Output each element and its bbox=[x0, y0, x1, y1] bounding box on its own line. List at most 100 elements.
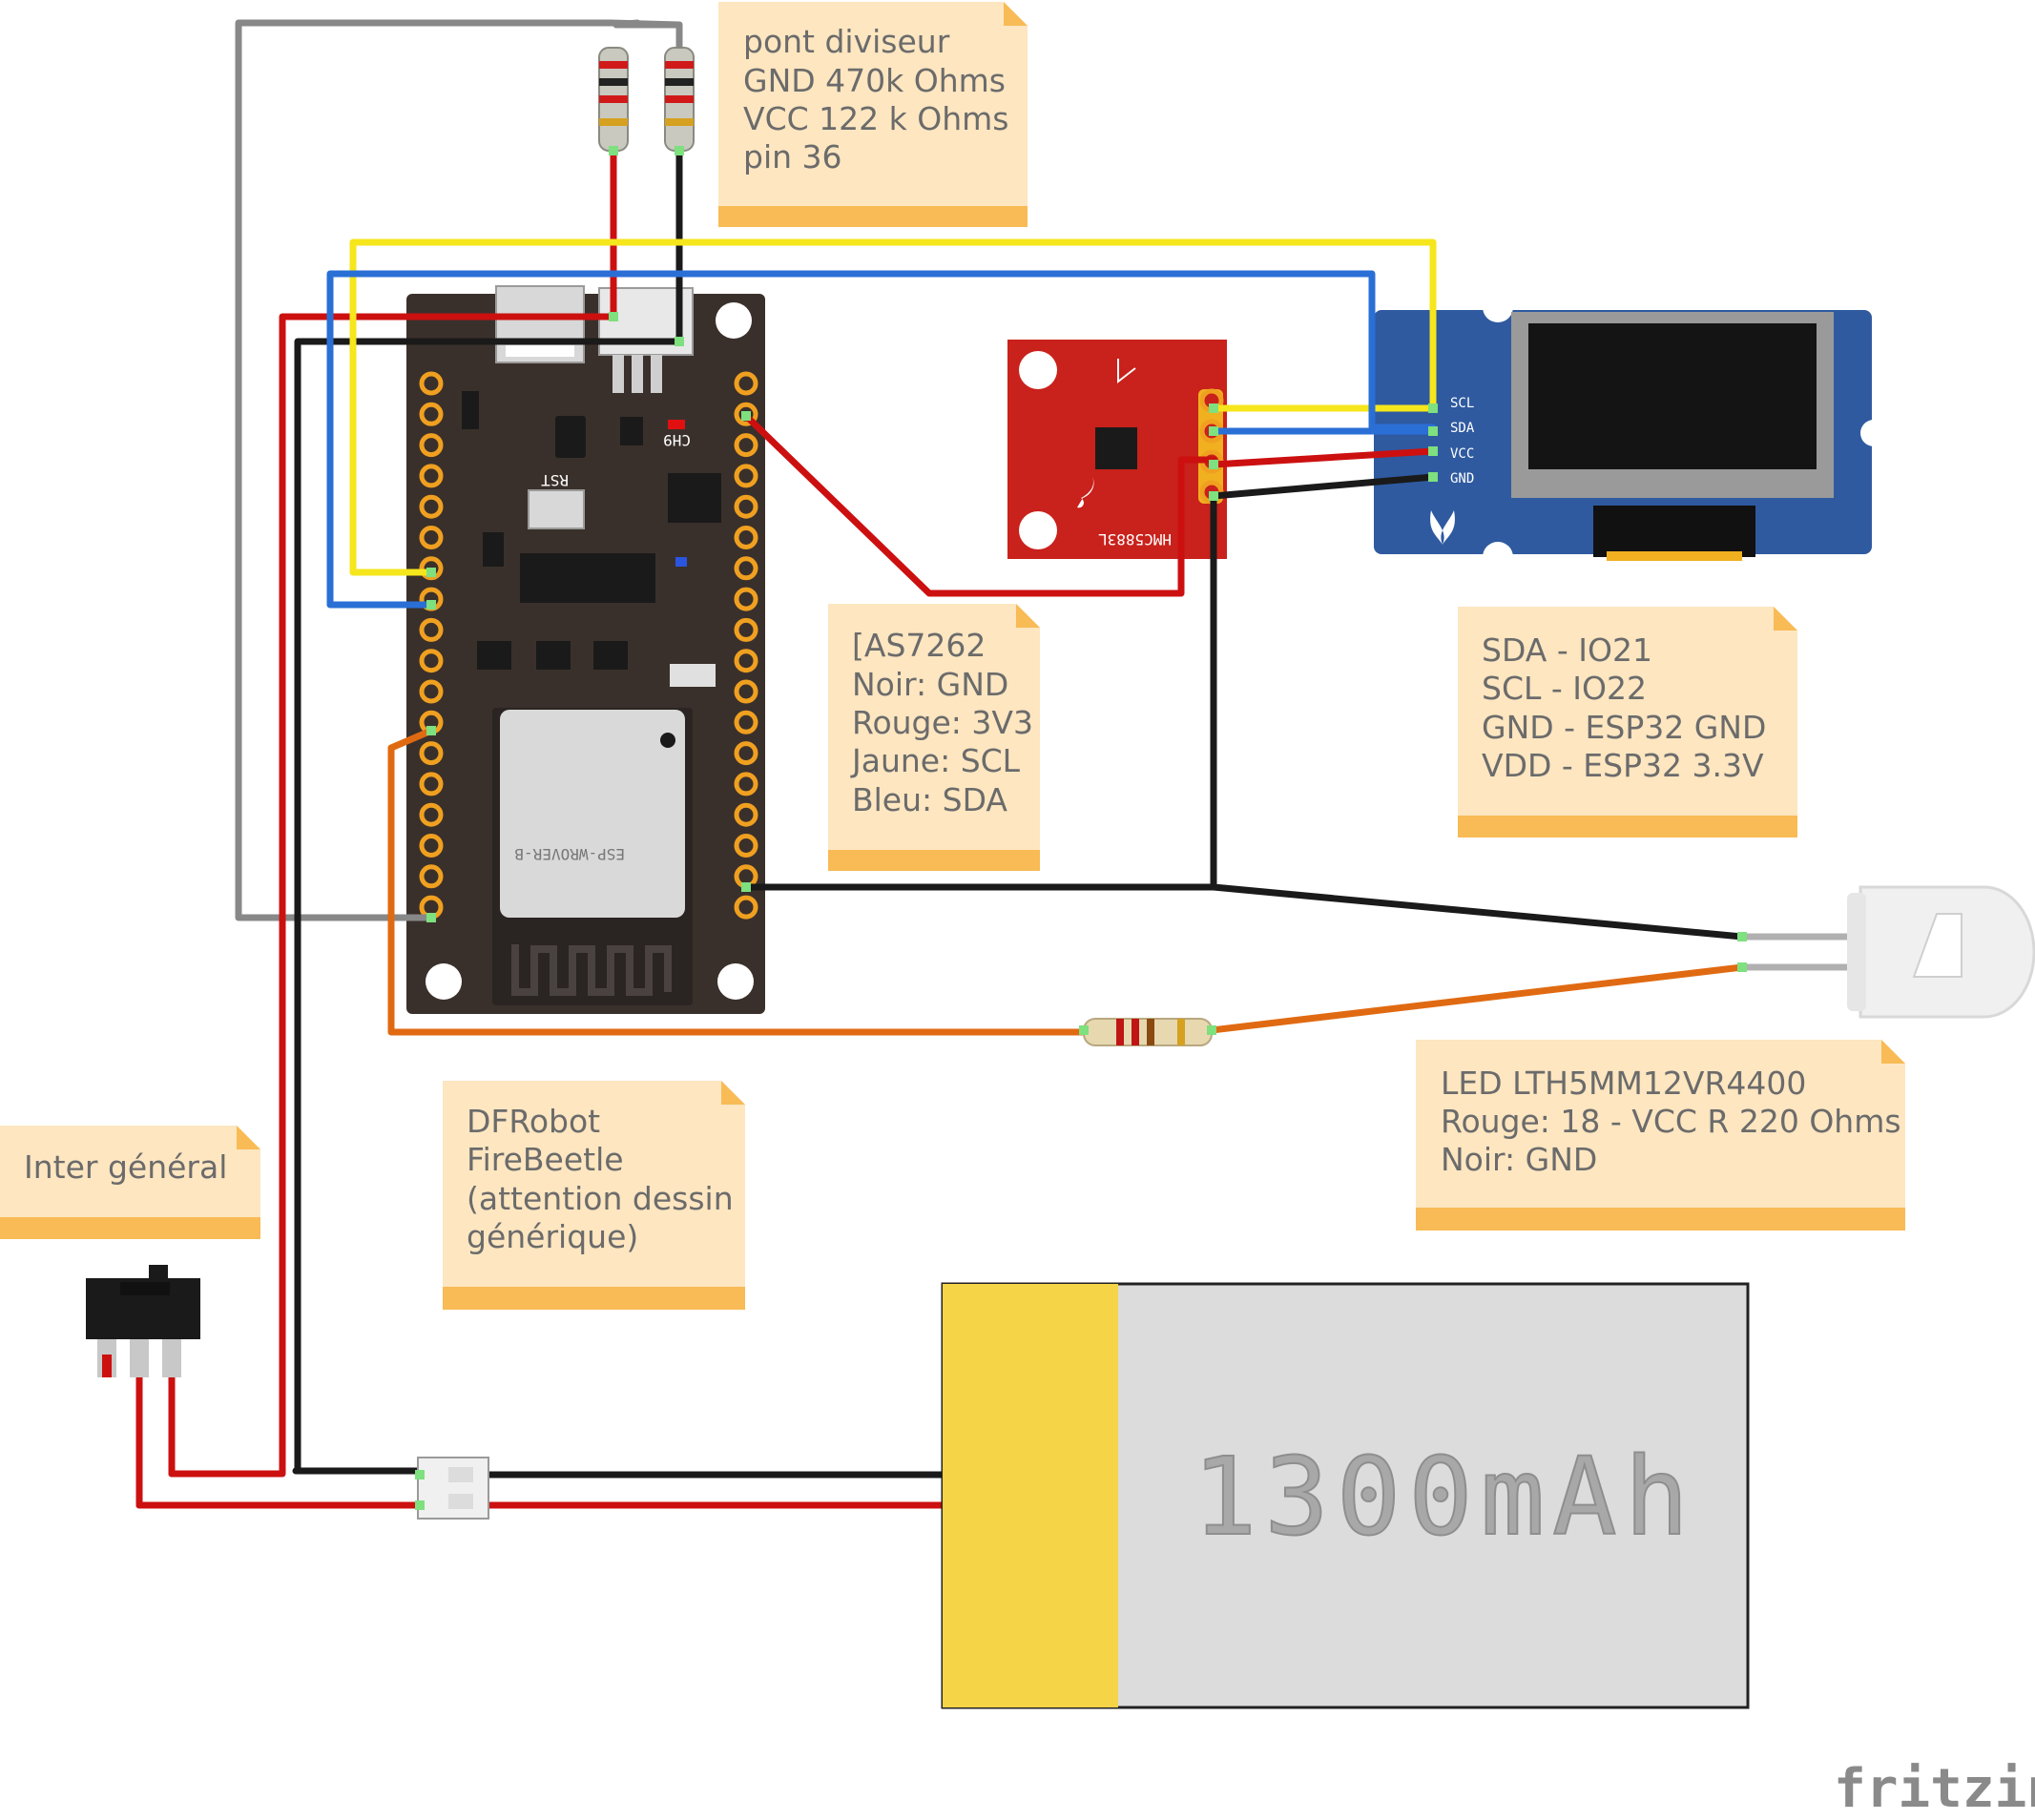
board-pin-left bbox=[419, 617, 444, 642]
note-led-line-2: Rouge: 18 - VCC R 220 Ohms bbox=[1441, 1103, 1901, 1140]
wire-end-marker bbox=[1737, 932, 1747, 941]
note-divider-line-2: GND 470k Ohms bbox=[743, 62, 1006, 99]
board-pin-right bbox=[734, 587, 758, 611]
wire-end-marker bbox=[1428, 446, 1438, 456]
board-pin-left bbox=[419, 402, 444, 426]
wire-yellow-scl[interactable] bbox=[349, 238, 1437, 576]
note-led[interactable]: LED LTH5MM12VR4400 Rouge: 18 - VCC R 220… bbox=[1416, 1040, 1905, 1231]
oled-display[interactable]: SCL SDA VCC GND bbox=[1374, 292, 1887, 572]
wire-end-marker bbox=[1079, 1025, 1089, 1035]
board-pin-right bbox=[734, 433, 758, 458]
note-as7262-line-2: Noir: GND bbox=[852, 666, 1008, 703]
note-divider-line-4: pin 36 bbox=[743, 138, 842, 176]
wire-end-marker bbox=[1207, 1025, 1216, 1035]
divider-resistor-470k bbox=[598, 47, 629, 152]
wire-end-marker bbox=[609, 312, 618, 321]
wire-blue-sda[interactable] bbox=[326, 270, 1437, 609]
board-pin-right bbox=[734, 617, 758, 642]
note-led-line-3: Noir: GND bbox=[1441, 1141, 1597, 1178]
board-pin-right bbox=[734, 494, 758, 519]
divider-resistor-122k bbox=[664, 47, 695, 152]
wire-end-marker bbox=[1428, 426, 1438, 436]
wire-red-3v3[interactable] bbox=[742, 412, 1437, 597]
battery-label: 1300mAh bbox=[1193, 1436, 1696, 1560]
board-pin-right bbox=[734, 464, 758, 488]
led-lth5mm[interactable] bbox=[1847, 885, 2035, 1019]
wires bbox=[135, 19, 1864, 1509]
wire-end-marker bbox=[426, 568, 436, 577]
sensor-label: HMC5883L bbox=[1098, 530, 1172, 548]
battery-jst-connector bbox=[417, 1457, 489, 1520]
led-resistor-220 bbox=[1083, 1018, 1213, 1046]
board-pin-right bbox=[734, 710, 758, 734]
hmc5883l-sensor[interactable]: HMC5883L bbox=[1007, 340, 1227, 559]
wire-black-gnd[interactable] bbox=[742, 473, 1746, 941]
sensor-mount-hole bbox=[1019, 351, 1057, 389]
oled-pin-vcc-label: VCC bbox=[1450, 446, 1474, 462]
note-as7262[interactable]: [AS7262 Noir: GND Rouge: 3V3 Jaune: SCL … bbox=[828, 604, 1040, 871]
board-pin-left bbox=[419, 679, 444, 704]
wire-end-marker bbox=[1209, 426, 1218, 436]
board-pin-left bbox=[419, 864, 444, 889]
note-board-line-3: (attention dessin bbox=[467, 1180, 734, 1217]
wire-end-marker bbox=[1209, 403, 1218, 413]
oled-pin-sda-label: SDA bbox=[1450, 421, 1475, 436]
note-board-line-1: DFRobot bbox=[467, 1103, 600, 1140]
wire-end-marker bbox=[1209, 460, 1218, 469]
note-switch[interactable]: Inter général bbox=[0, 1126, 260, 1239]
power-switch[interactable] bbox=[86, 1265, 200, 1377]
note-board-line-4: générique) bbox=[467, 1218, 638, 1255]
board-pin-left bbox=[419, 649, 444, 673]
board-pin-left bbox=[419, 494, 444, 519]
note-divider-line-1: pont diviseur bbox=[743, 23, 950, 60]
wire-end-marker bbox=[426, 600, 436, 610]
board-pin-left bbox=[419, 772, 444, 796]
wire-end-marker bbox=[415, 1500, 425, 1510]
board-pin-right bbox=[734, 741, 758, 766]
note-divider-line-3: VCC 122 k Ohms bbox=[743, 100, 1008, 137]
battery-1300mah[interactable]: 1300mAh bbox=[941, 1282, 1750, 1709]
board-mount-hole bbox=[717, 963, 754, 1000]
oled-pin-gnd-label: GND bbox=[1450, 471, 1474, 486]
note-led-line-1: LED LTH5MM12VR4400 bbox=[1441, 1065, 1806, 1102]
oled-pin-scl-label: SCL bbox=[1450, 396, 1474, 411]
board-pin-right bbox=[734, 834, 758, 858]
note-oled-line-3: GND - ESP32 GND bbox=[1482, 709, 1766, 746]
module-label: ESP-WROVER-B bbox=[514, 845, 625, 863]
board-left-pins bbox=[419, 371, 444, 920]
wire-end-marker bbox=[675, 146, 684, 155]
sensor-mount-hole bbox=[1019, 511, 1057, 549]
board-mount-hole bbox=[426, 963, 462, 1000]
board-pin-left bbox=[419, 834, 444, 858]
note-board-line-2: FireBeetle bbox=[467, 1141, 624, 1178]
board-pin-left bbox=[419, 741, 444, 766]
wire-orange-led[interactable] bbox=[387, 727, 1746, 1036]
wire-end-marker bbox=[426, 726, 436, 735]
wire-end-marker bbox=[609, 146, 618, 155]
note-switch-line-1: Inter général bbox=[24, 1148, 227, 1186]
board-pin-left bbox=[419, 802, 444, 827]
board-pin-left bbox=[419, 433, 444, 458]
wire-end-marker bbox=[1737, 962, 1747, 972]
note-oled-line-1: SDA - IO21 bbox=[1482, 631, 1652, 669]
firebeetle-board[interactable]: CH9 RST ESP-WROVER-B bbox=[406, 285, 765, 1014]
wire-end-marker bbox=[741, 882, 751, 892]
board-pin-right bbox=[734, 679, 758, 704]
note-as7262-line-4: Jaune: SCL bbox=[850, 742, 1021, 779]
note-divider[interactable]: pont diviseur GND 470k Ohms VCC 122 k Oh… bbox=[718, 2, 1028, 227]
board-pin-right bbox=[734, 526, 758, 549]
note-oled-line-4: VDD - ESP32 3.3V bbox=[1482, 747, 1764, 784]
wire-end-marker bbox=[675, 337, 684, 346]
reset-button[interactable] bbox=[528, 489, 585, 529]
note-oled[interactable]: SDA - IO21 SCL - IO22 GND - ESP32 GND VD… bbox=[1458, 607, 1797, 838]
board-pin-left bbox=[419, 371, 444, 396]
wire-end-marker bbox=[415, 1470, 425, 1479]
board-mount-hole bbox=[716, 302, 752, 339]
board-pin-left bbox=[419, 526, 444, 549]
note-as7262-line-3: Rouge: 3V3 bbox=[852, 704, 1033, 741]
fritzing-logo: fritzing bbox=[1834, 1758, 2035, 1820]
wire-end-marker bbox=[1428, 403, 1438, 413]
note-board[interactable]: DFRobot FireBeetle (attention dessin gén… bbox=[443, 1081, 745, 1310]
board-pin-right bbox=[734, 649, 758, 673]
wire-end-marker bbox=[426, 913, 436, 922]
